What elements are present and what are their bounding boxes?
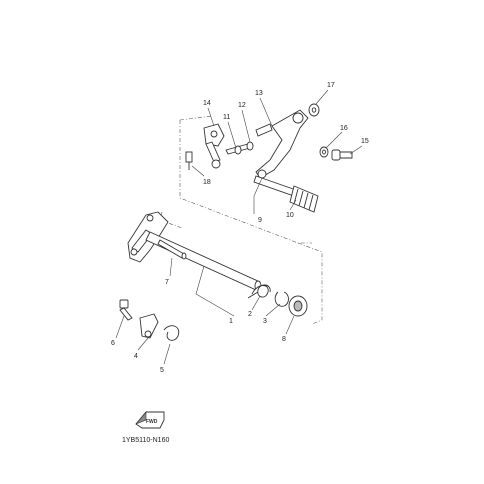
leader-lines bbox=[115, 89, 363, 365]
callout-12: 12 bbox=[238, 102, 246, 109]
diagram-code: 1YB5110-N160 bbox=[122, 437, 169, 444]
callout-7: 7 bbox=[165, 279, 169, 286]
callout-8: 8 bbox=[282, 336, 286, 343]
fwd-label: FWD bbox=[146, 419, 158, 425]
stopper-spring bbox=[163, 325, 180, 341]
callout-10: 10 bbox=[286, 212, 294, 219]
assembly-frame-upper bbox=[179, 115, 312, 244]
washer-16 bbox=[319, 146, 329, 158]
bolt-6 bbox=[119, 299, 133, 321]
callout-5: 5 bbox=[160, 367, 164, 374]
shift-rod bbox=[225, 123, 273, 155]
callout-17: 17 bbox=[327, 82, 335, 89]
callout-3: 3 bbox=[263, 318, 267, 325]
callout-6: 6 bbox=[111, 340, 115, 347]
oil-seal bbox=[288, 295, 308, 317]
callout-15: 15 bbox=[361, 138, 369, 145]
shift-arm bbox=[203, 123, 225, 169]
stopper-lever bbox=[139, 313, 159, 339]
fwd-arrow-icon: FWD bbox=[135, 411, 165, 429]
assembly-frame-lower bbox=[159, 211, 323, 325]
callout-14: 14 bbox=[203, 100, 211, 107]
callout-13: 13 bbox=[255, 90, 263, 97]
callout-11: 11 bbox=[223, 114, 230, 121]
shift-pedal bbox=[253, 109, 309, 197]
shift-shaft bbox=[127, 211, 262, 292]
callout-9: 9 bbox=[258, 217, 262, 224]
callout-18: 18 bbox=[203, 179, 211, 186]
callout-16: 16 bbox=[340, 125, 348, 132]
bolt-18 bbox=[185, 151, 193, 170]
pedal-rubber bbox=[289, 185, 319, 213]
torsion-spring bbox=[247, 284, 271, 299]
callout-4: 4 bbox=[134, 353, 138, 360]
callout-2: 2 bbox=[248, 311, 252, 318]
washer-17 bbox=[308, 103, 320, 117]
circlip bbox=[274, 291, 289, 307]
stopper-pin bbox=[157, 239, 187, 260]
pivot-bolt bbox=[331, 149, 353, 161]
callout-1: 1 bbox=[229, 318, 233, 325]
